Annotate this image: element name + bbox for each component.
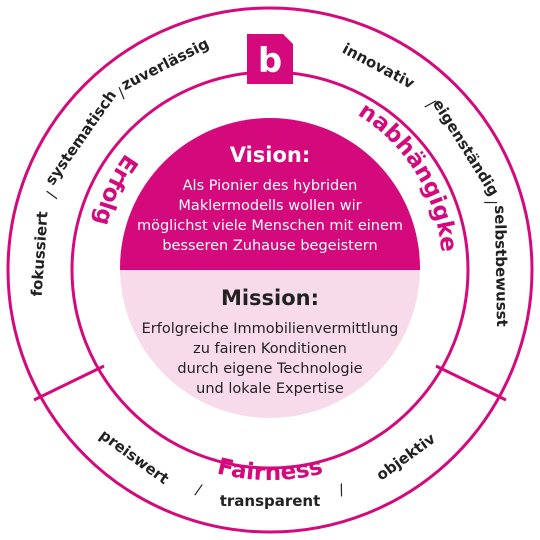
mission-line-1: Erfolgreiche Immobilienvermittlung — [142, 321, 399, 337]
mission-title: Mission: — [221, 286, 319, 310]
segment-divider-left — [33, 364, 105, 402]
vision-line-1: Als Pionier des hybriden — [183, 178, 358, 194]
mission-line-2: zu fairen Konditionen — [193, 341, 347, 357]
brand-logo-letter: b — [258, 41, 282, 81]
vision-line-4: besseren Zuhause begeistern — [162, 238, 377, 254]
value-fokussiert: fokussiert — [28, 211, 52, 297]
brand-logo: b — [247, 34, 293, 84]
value-selbstbewusst: selbstbewusst — [491, 205, 511, 327]
mission-line-4: und lokale Expertise — [196, 381, 344, 397]
value-transparent: transparent — [220, 492, 321, 510]
vision-line-3: möglichst viele Menschen mit einem — [137, 218, 403, 234]
vision-line-2: Maklermodells wollen wir — [178, 198, 361, 214]
value-separator: / — [336, 480, 347, 499]
value-separator: / — [482, 197, 501, 208]
value-separator: / — [42, 189, 61, 201]
brand-logo-icon — [247, 34, 293, 84]
vision-title: Vision: — [230, 143, 311, 167]
mission-line-3: durch eigene Technologie — [177, 361, 362, 377]
value-separator: / — [193, 480, 204, 499]
segment-divider-right — [435, 364, 507, 402]
